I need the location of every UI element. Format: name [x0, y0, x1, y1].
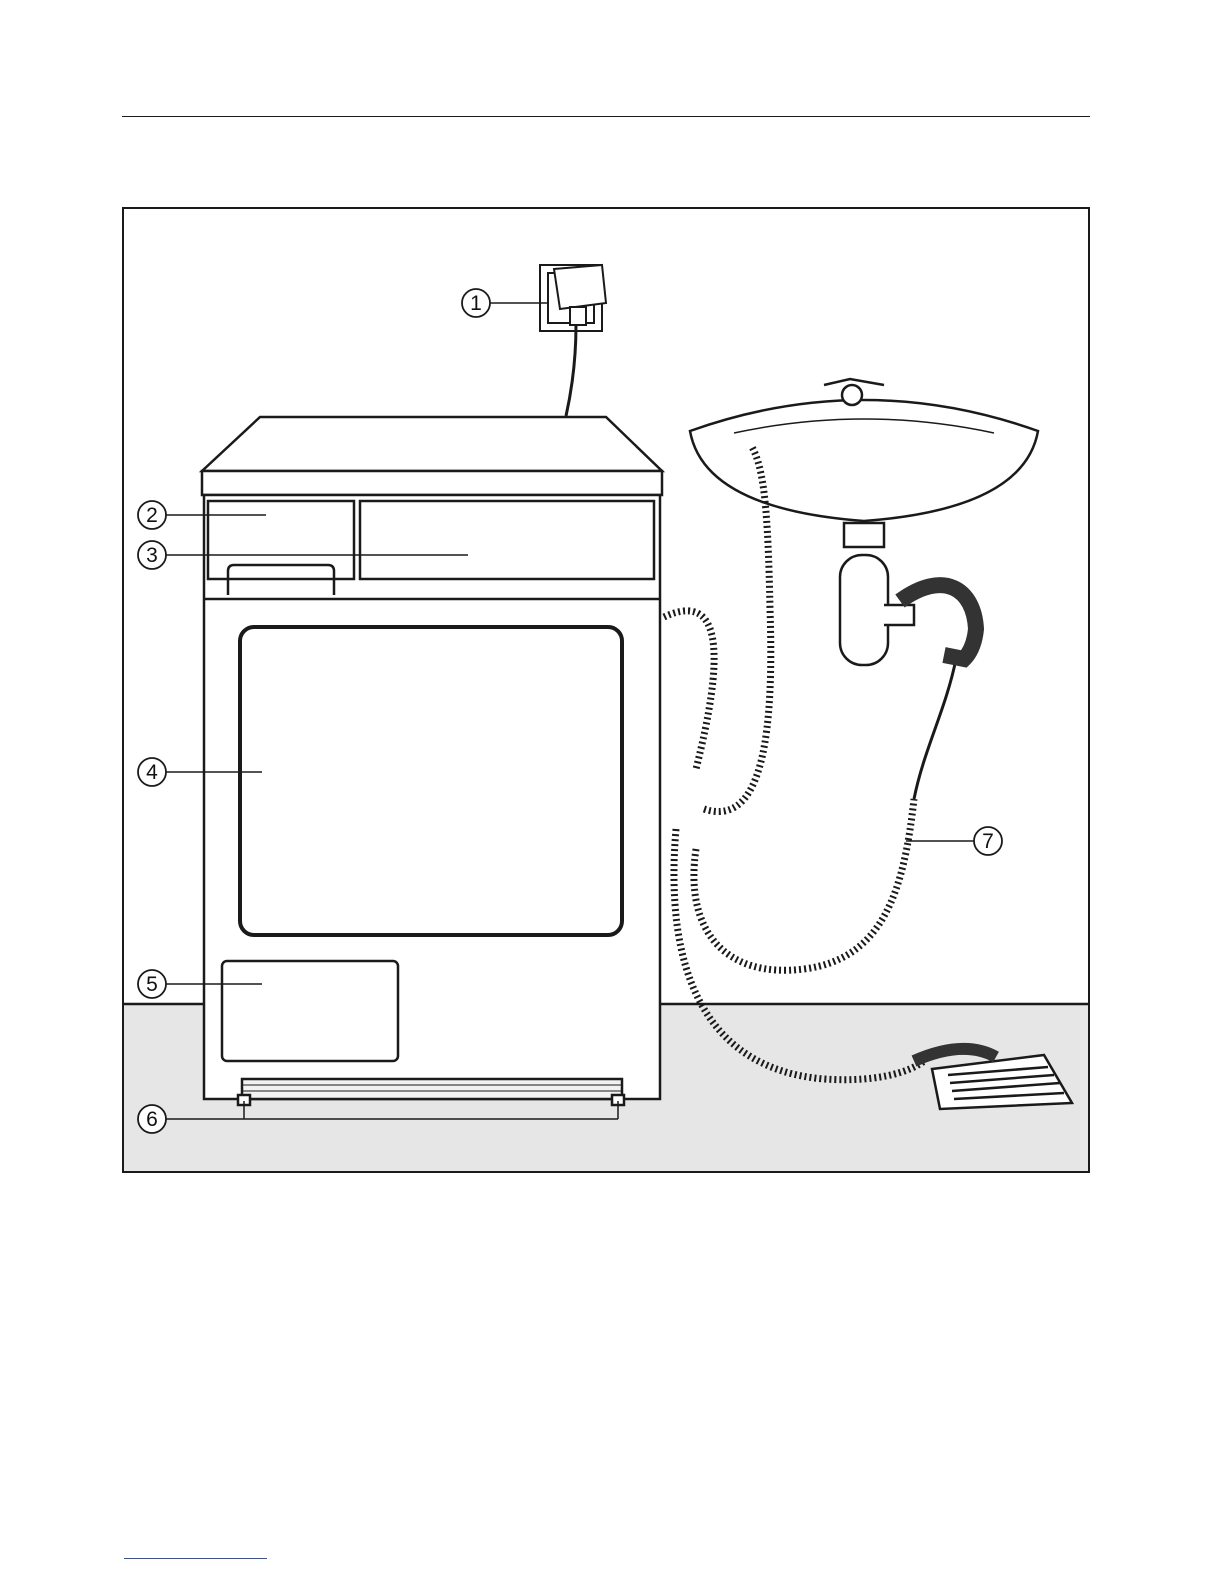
- dryer-installation-illustration: 1 2 3 4 5 6 7: [124, 209, 1090, 1173]
- dryer: [202, 417, 662, 1105]
- callout-5: 5: [138, 970, 166, 998]
- svg-text:5: 5: [146, 973, 158, 996]
- svg-text:2: 2: [146, 504, 158, 527]
- callout-3: 3: [138, 541, 166, 569]
- callout-1: 1: [462, 289, 490, 317]
- svg-text:4: 4: [146, 761, 158, 784]
- callout-2: 2: [138, 501, 166, 529]
- svg-text:6: 6: [146, 1108, 158, 1131]
- control-panel-right: [360, 501, 654, 579]
- wall-socket: [540, 265, 606, 416]
- callout-4: 4: [138, 758, 166, 786]
- door: [240, 627, 622, 935]
- installation-figure: 1 2 3 4 5 6 7: [122, 207, 1090, 1173]
- callout-7: 7: [974, 827, 1002, 855]
- wash-basin: [690, 379, 1038, 665]
- front-access-panel: [222, 961, 398, 1061]
- callout-6: 6: [138, 1105, 166, 1133]
- footnote-rule: [124, 1558, 267, 1559]
- svg-text:3: 3: [146, 544, 158, 567]
- svg-text:1: 1: [470, 292, 482, 315]
- hoses: [664, 447, 976, 1080]
- header-rule: [122, 116, 1090, 117]
- svg-text:7: 7: [982, 830, 994, 853]
